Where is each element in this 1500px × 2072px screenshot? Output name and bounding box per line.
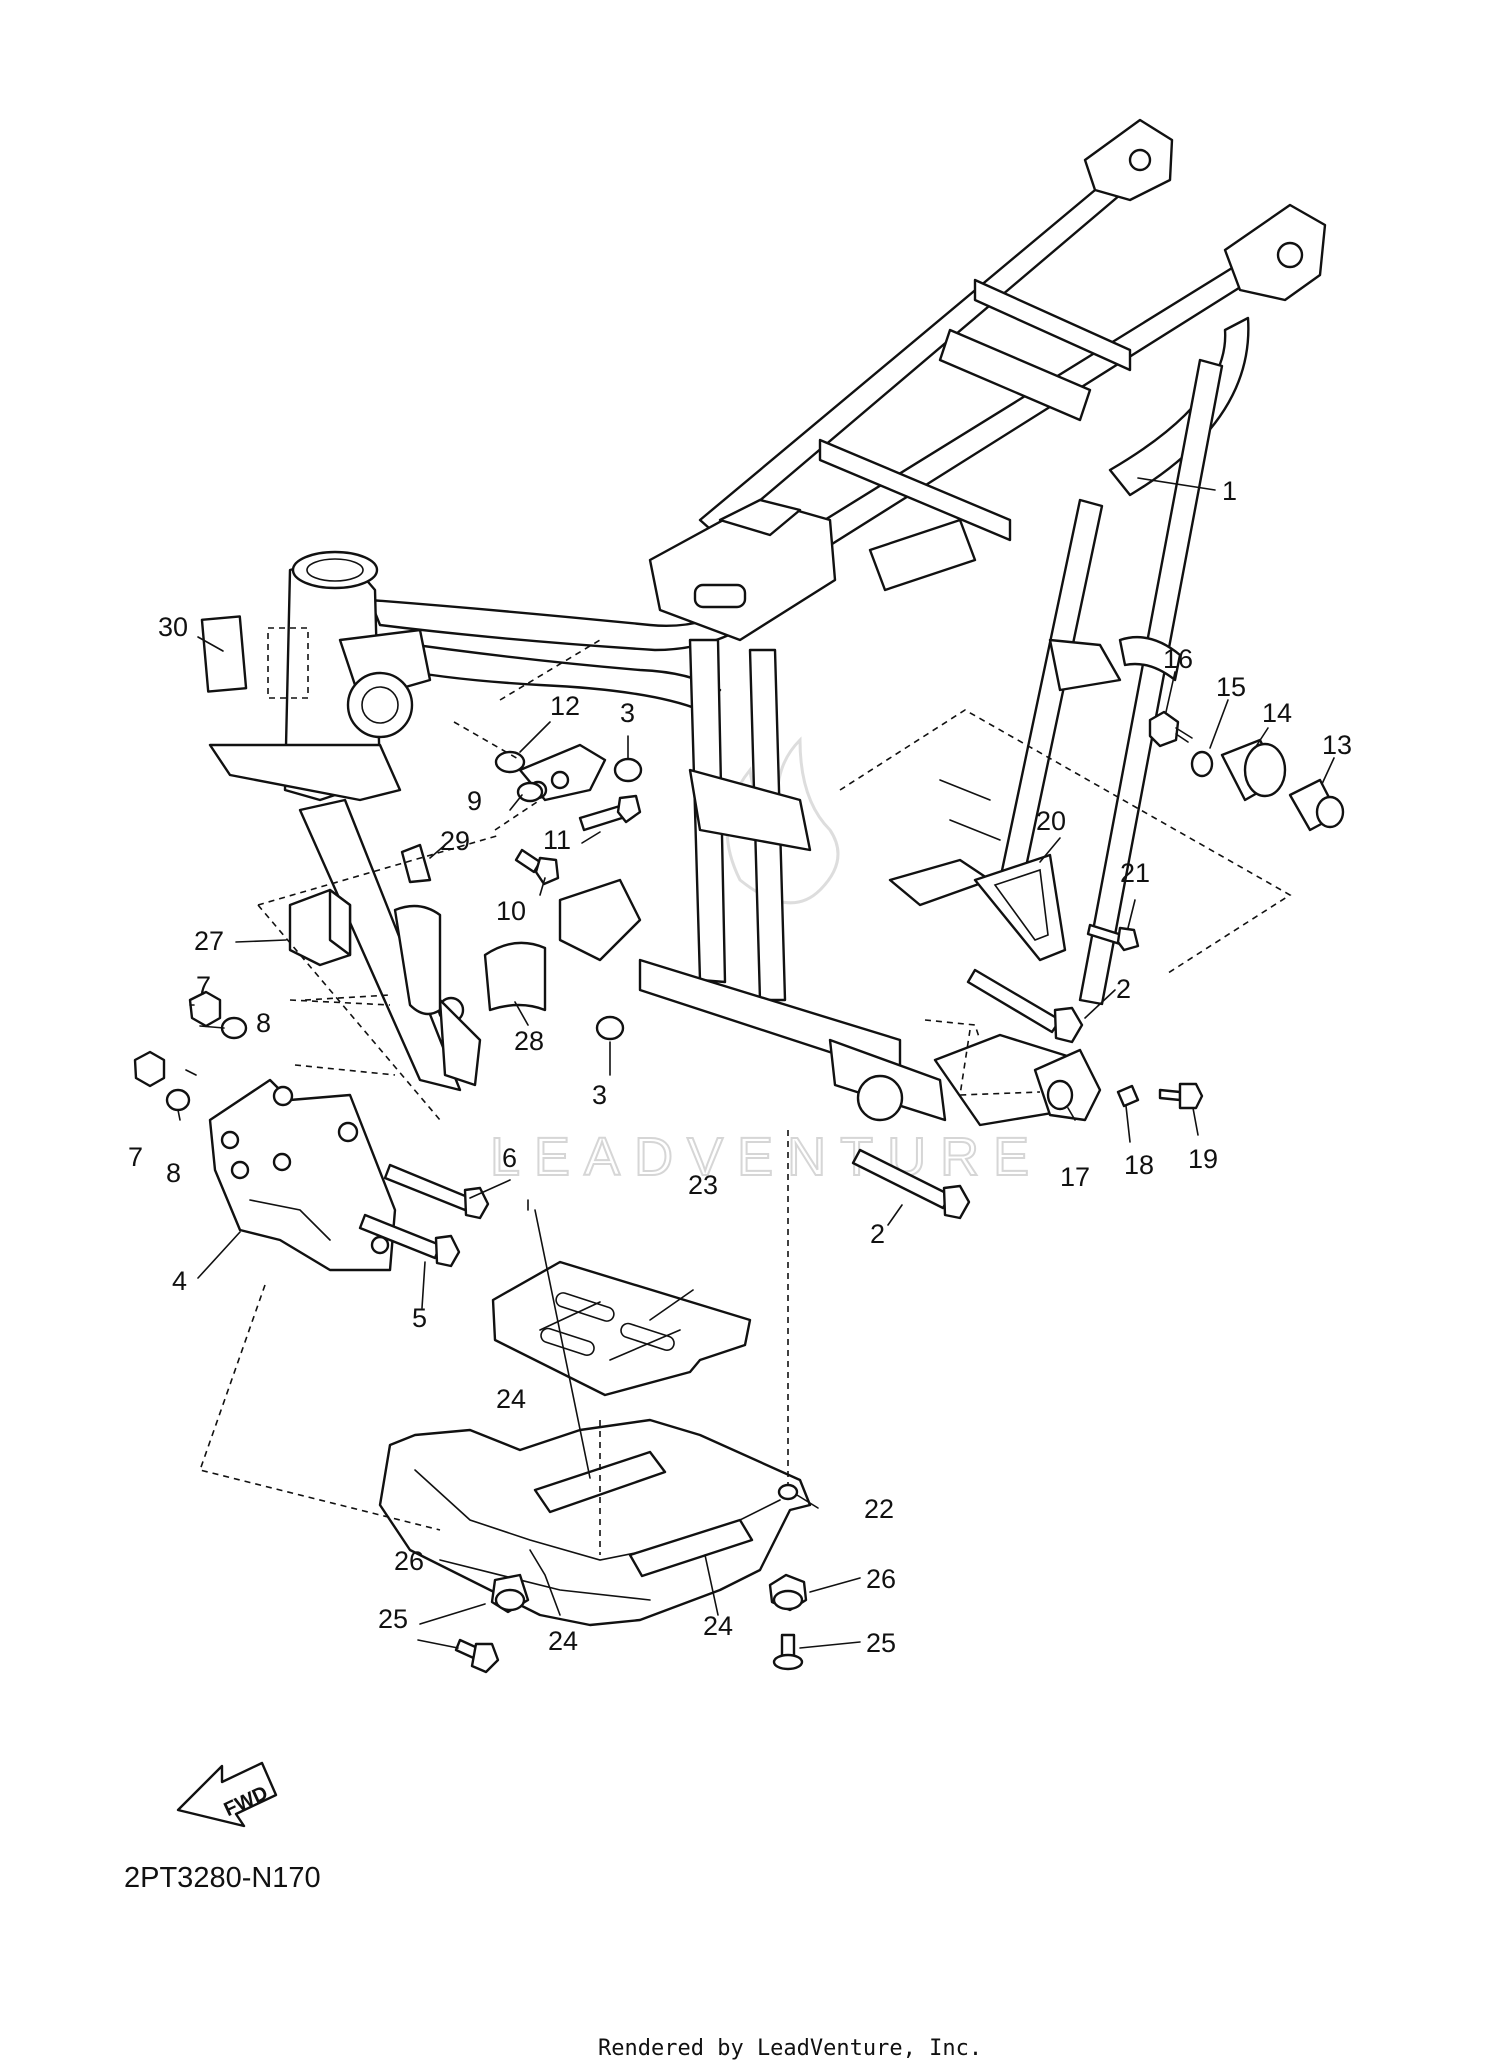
rubber-pad-24-right[interactable] xyxy=(628,1518,754,1578)
cable-holder[interactable] xyxy=(393,904,442,1016)
callout-28: 28 xyxy=(514,1026,544,1056)
bolt-10[interactable] xyxy=(514,848,560,886)
callout-6: 6 xyxy=(502,1143,517,1173)
callout-29: 29 xyxy=(440,826,470,856)
callout-17: 17 xyxy=(1060,1162,1090,1192)
callout-14: 14 xyxy=(1262,698,1292,728)
bolt-11[interactable] xyxy=(578,794,642,832)
callout-18: 18 xyxy=(1124,1150,1154,1180)
collar-3-upper[interactable] xyxy=(613,757,643,783)
part-4-guard-plate[interactable] xyxy=(208,1078,397,1272)
part-22-skid-plate[interactable] xyxy=(378,1418,812,1627)
collar-3-lower[interactable] xyxy=(595,1015,625,1041)
callout-16: 16 xyxy=(1163,644,1193,674)
fwd-arrow-icon: FWD xyxy=(176,1761,278,1828)
callout-5: 5 xyxy=(412,1303,427,1333)
callout-11: 11 xyxy=(543,825,571,855)
main-frame[interactable] xyxy=(208,118,1327,1127)
callout-26-right: 26 xyxy=(866,1564,896,1594)
bolt-16[interactable] xyxy=(1148,710,1193,748)
bolt-25-left[interactable] xyxy=(454,1638,500,1674)
part-20-triangle-plate[interactable] xyxy=(973,853,1067,962)
callout-1: 1 xyxy=(1222,476,1237,506)
collar-13[interactable] xyxy=(1288,778,1345,832)
nut-7-lower[interactable] xyxy=(133,1050,166,1088)
leader-dashes-skid xyxy=(198,1130,789,1555)
leader-dashes-plate xyxy=(289,999,396,1076)
callout-12: 12 xyxy=(550,691,580,721)
part-28-band[interactable] xyxy=(483,941,547,1012)
leader-dashes-right xyxy=(839,709,1292,976)
part-27-clamp[interactable] xyxy=(288,888,352,967)
callout-4: 4 xyxy=(172,1266,187,1296)
callout-20: 20 xyxy=(1036,806,1066,836)
bolt-5[interactable] xyxy=(358,1213,461,1268)
callout-15: 15 xyxy=(1216,672,1246,702)
callout-13: 13 xyxy=(1322,730,1352,760)
callout-7-upper: 7 xyxy=(196,971,211,1001)
callout-9: 9 xyxy=(467,786,482,816)
damper-14[interactable] xyxy=(1220,738,1287,802)
mount-17[interactable] xyxy=(1033,1048,1102,1122)
bolt-2-upper[interactable] xyxy=(966,968,1084,1044)
leader-dashes-17 xyxy=(924,1019,1041,1096)
callout-10: 10 xyxy=(496,896,526,926)
washer-8-upper[interactable] xyxy=(220,1016,248,1040)
leader-dashes-left xyxy=(257,834,501,1121)
callout-23: 23 xyxy=(688,1170,718,1200)
callout-22: 22 xyxy=(864,1494,894,1524)
leader-dashes-upper-left xyxy=(453,639,601,831)
part-30-label-decal[interactable] xyxy=(200,615,309,699)
engine-mount-bracket-left[interactable] xyxy=(494,743,607,802)
nut-26-left[interactable] xyxy=(490,1573,530,1614)
callout-24-top: 24 xyxy=(496,1384,526,1414)
leader-lines xyxy=(177,477,1335,1649)
callout-19: 19 xyxy=(1188,1144,1218,1174)
watermark-text: LEADVENTURE xyxy=(490,1127,1043,1187)
rubber-pad-24-left[interactable] xyxy=(533,1450,667,1514)
callout-26-left: 26 xyxy=(394,1546,424,1576)
callout-25-left: 25 xyxy=(378,1604,408,1634)
nut-26-right[interactable] xyxy=(768,1573,808,1612)
collar-18[interactable] xyxy=(1116,1084,1140,1108)
bolt-25-right[interactable] xyxy=(772,1633,804,1671)
callout-21: 21 xyxy=(1120,858,1150,888)
washer-8-lower[interactable] xyxy=(165,1088,191,1112)
part-29-clip[interactable] xyxy=(400,843,432,884)
diagram-code: 2PT3280-N170 xyxy=(124,1862,321,1894)
callout-8-lower: 8 xyxy=(166,1158,181,1188)
callout-27: 27 xyxy=(194,926,224,956)
callout-7-lower: 7 xyxy=(128,1142,143,1172)
callout-2-upper: 2 xyxy=(1116,974,1131,1004)
washer-15[interactable] xyxy=(1190,750,1214,778)
bolt-21[interactable] xyxy=(1086,923,1140,952)
callout-8-upper: 8 xyxy=(256,1008,271,1038)
callout-25-right: 25 xyxy=(866,1628,896,1658)
nut-7-upper[interactable] xyxy=(188,990,222,1028)
render-credit: Rendered by LeadVenture, Inc. xyxy=(598,2036,982,2061)
callout-24-bottom-right: 24 xyxy=(703,1611,733,1641)
callout-2-lower: 2 xyxy=(870,1219,885,1249)
leadventure-watermark: LEADVENTURE xyxy=(489,736,1043,1188)
bolt-2-lower[interactable] xyxy=(851,1148,971,1220)
nut-9[interactable] xyxy=(516,781,544,803)
callout-3-lower: 3 xyxy=(592,1080,607,1110)
bolt-6[interactable] xyxy=(383,1163,490,1220)
bolt-19[interactable] xyxy=(1158,1082,1204,1110)
callout-30: 30 xyxy=(158,612,188,642)
callout-24-bottom-left: 24 xyxy=(548,1626,578,1656)
part-23-skid-pad[interactable] xyxy=(491,1260,752,1397)
callout-labels: 1 2 2 3 3 4 5 6 7 7 8 8 9 10 11 12 13 14… xyxy=(128,476,1352,1658)
callout-3-upper: 3 xyxy=(620,698,635,728)
